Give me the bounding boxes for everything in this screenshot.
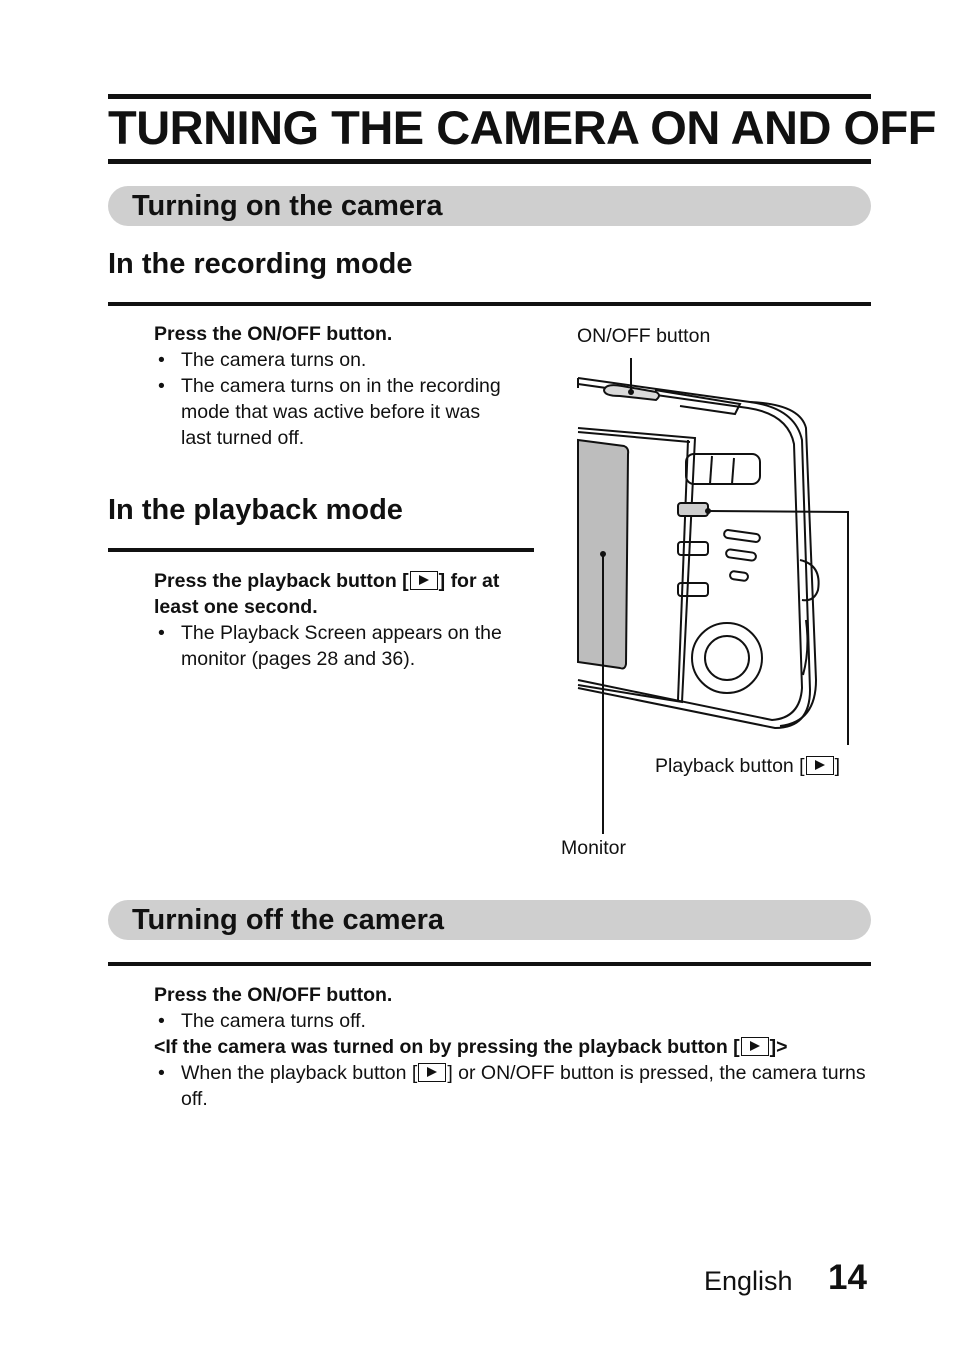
section-turning-on-heading: Turning on the camera [132,190,443,222]
monitor-callout: Monitor [561,837,627,859]
recording-step: Press the ON/OFF button. [154,323,393,345]
playback-step-text-end: ] for at least one second. [154,570,500,618]
camera-body [577,377,812,730]
page-title: TURNING THE CAMERA ON AND OFF [108,101,936,154]
playback-callout-text-end: ] [834,755,841,777]
playback-mode-heading: In the playback mode [108,494,403,526]
playback-bullet-1: The Playback Screen appears on the monit… [154,620,534,672]
turning-off-note-text-end: ]> [769,1036,788,1058]
turning-off-bullet-1: The camera turns off. [154,1008,874,1034]
turning-off-step: Press the ON/OFF button. [154,984,393,1006]
recording-bullet-1: The camera turns on. [154,347,514,373]
section-turning-off: Turning off the camera [108,900,871,940]
section-turning-off-heading: Turning off the camera [132,904,445,936]
turning-off-bullet-2: When the playback button [] or ON/OFF bu… [154,1060,874,1112]
footer-page-number: 14 [828,1258,867,1297]
playback-icon [409,571,438,590]
onoff-button-callout: ON/OFF button [577,325,711,347]
control-dial [691,622,763,694]
recording-mode-instructions: Press the ON/OFF button. The camera turn… [154,321,514,451]
playback-mode-rule [108,548,534,552]
playback-step-text-start: Press the playback button [ [154,570,409,592]
turning-off-note-text-start: <If the camera was turned on by pressing… [154,1036,740,1058]
playback-mode-instructions: Press the playback button [] for at leas… [154,568,534,672]
recording-mode-rule [108,302,871,306]
turning-off-bullet-2-text-start: When the playback button [ [181,1062,418,1084]
playback-button-shape [677,502,709,517]
footer-language: English [704,1266,793,1296]
playback-step: Press the playback button [] for at leas… [154,568,534,620]
recording-bullet-2: The camera turns on in the recording mod… [154,373,514,451]
turning-off-note: <If the camera was turned on by pressing… [154,1034,874,1060]
playback-icon [740,1037,769,1056]
title-rule-bottom [108,159,871,164]
playback-button-callout: Playback button [] [655,753,840,779]
turning-off-rule [108,962,871,966]
camera-illustration [577,358,849,834]
turning-off-instructions: Press the ON/OFF button. The camera turn… [154,982,874,1112]
recording-mode-heading: In the recording mode [108,248,413,280]
turning-off-bullet-2-text-end: ] or ON/OFF button is pressed, the camer… [181,1062,866,1110]
playback-icon [418,1063,447,1082]
section-turning-on: Turning on the camera [108,186,871,226]
playback-icon [805,756,834,775]
playback-callout-text-start: Playback button [ [655,755,805,777]
title-rule-top [108,94,871,99]
